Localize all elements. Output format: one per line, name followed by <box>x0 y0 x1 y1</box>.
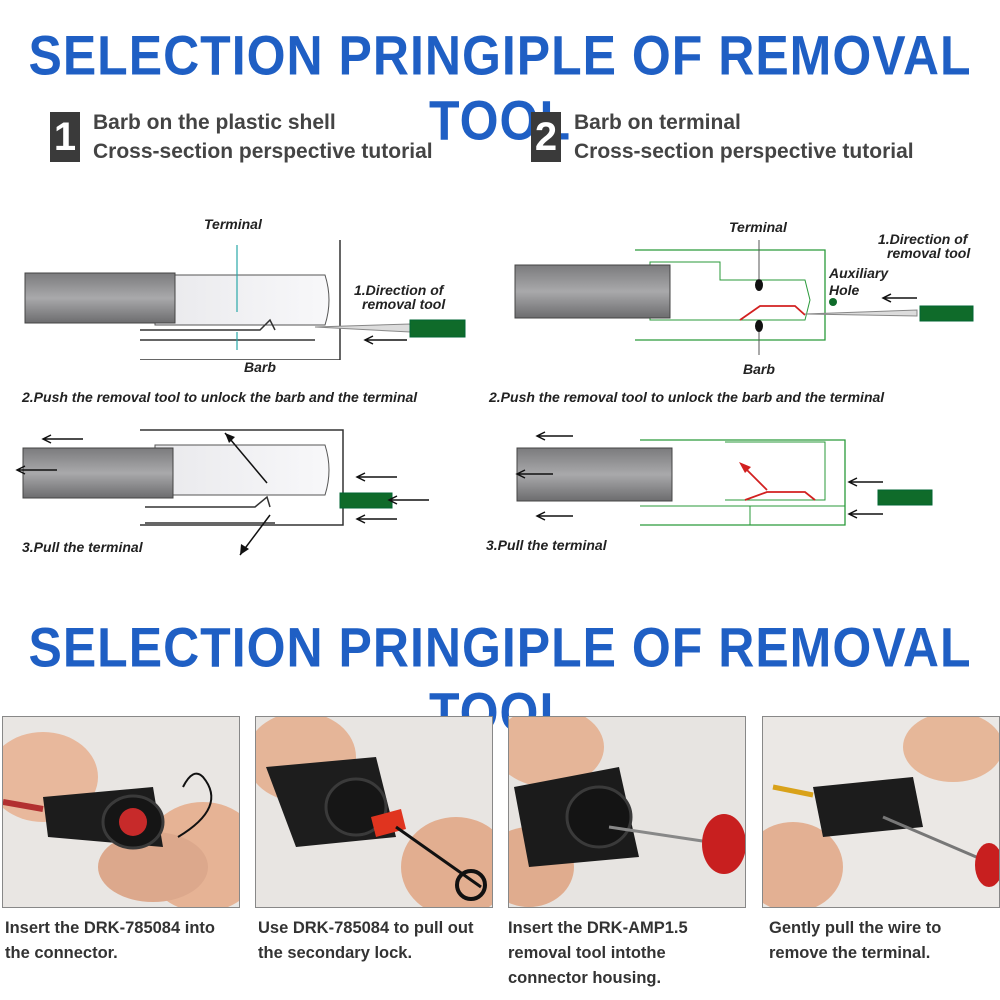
right-diagram-top <box>514 240 974 355</box>
left-diagram-bottom <box>15 429 429 556</box>
caption-line: the secondary lock. <box>258 944 413 962</box>
label-pull: 3.Pull the terminal <box>22 539 143 555</box>
label-auxiliary-1: Auxiliary <box>829 265 889 281</box>
caption-line: Gently pull the wire to <box>769 919 942 937</box>
right-diagram-bottom <box>515 431 933 526</box>
caption-line: Insert the DRK-785084 into <box>5 919 215 937</box>
caption-line: Use DRK-785084 to pull out <box>258 919 474 937</box>
step-photo-1 <box>2 716 240 908</box>
caption-line: the connector. <box>5 944 118 962</box>
section-text: Barb on the plastic shell Cross-section … <box>93 108 433 166</box>
step-caption-3: Insert the DRK-AMP1.5 removal tool intot… <box>508 916 748 991</box>
section-line2: Cross-section perspective tutorial <box>93 140 433 163</box>
label-barb: Barb <box>244 359 276 375</box>
step-caption-4: Gently pull the wire to remove the termi… <box>769 916 1000 966</box>
step-photo-4 <box>762 716 1000 908</box>
label-push: 2.Push the removal tool to unlock the ba… <box>22 389 418 405</box>
step-photo-2 <box>255 716 493 908</box>
step-caption-2: Use DRK-785084 to pull out the secondary… <box>258 916 498 966</box>
caption-line: Insert the DRK-AMP1.5 <box>508 919 688 937</box>
section-number: 1 <box>50 112 80 162</box>
caption-line: connector housing. <box>508 969 662 987</box>
step-caption-1: Insert the DRK-785084 into the connector… <box>5 916 245 966</box>
label-pull: 3.Pull the terminal <box>486 537 607 553</box>
left-diagram-top <box>24 240 466 360</box>
label-auxiliary-2: Hole <box>829 282 860 298</box>
label-direction-2: removal tool <box>362 296 446 312</box>
label-push: 2.Push the removal tool to unlock the ba… <box>489 389 885 405</box>
section-text: Barb on terminal Cross-section perspecti… <box>574 108 914 166</box>
label-terminal: Terminal <box>729 219 787 235</box>
caption-line: removal tool intothe <box>508 944 666 962</box>
section-line1: Barb on the plastic shell <box>93 111 336 134</box>
section-line1: Barb on terminal <box>574 111 741 134</box>
label-terminal: Terminal <box>204 216 262 232</box>
label-direction-1: 1.Direction of <box>354 282 444 298</box>
section-number: 2 <box>531 112 561 162</box>
section-line2: Cross-section perspective tutorial <box>574 140 914 163</box>
label-direction-2: removal tool <box>887 245 971 261</box>
label-direction-1: 1.Direction of <box>878 231 968 247</box>
step-photo-3 <box>508 716 746 908</box>
label-barb: Barb <box>743 361 775 377</box>
caption-line: remove the terminal. <box>769 944 931 962</box>
